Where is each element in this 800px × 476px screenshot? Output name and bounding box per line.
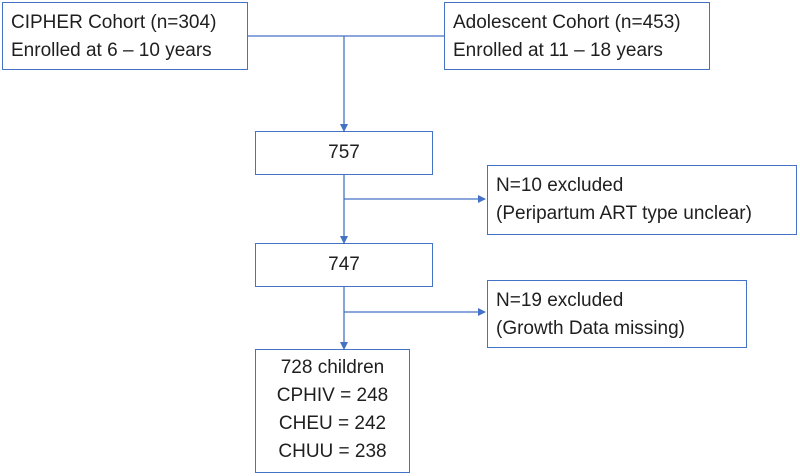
final-sample-cphiv: CPHIV = 248 xyxy=(276,385,389,406)
final-sample-chuu: CHUU = 238 xyxy=(278,441,387,462)
final-sample-box: 728 children CPHIV = 248 CHEU = 242 CHUU… xyxy=(255,349,410,473)
adolescent-cohort-title: Adolescent Cohort (n=453) xyxy=(453,12,681,33)
adolescent-cohort-box: Adolescent Cohort (n=453) Enrolled at 11… xyxy=(444,2,710,70)
exclusion-2-count: N=19 excluded xyxy=(496,290,624,311)
exclusion-1-count: N=10 excluded xyxy=(496,175,624,196)
exclusion-box-1: N=10 excluded (Peripartum ART type uncle… xyxy=(487,165,797,235)
cipher-cohort-box: CIPHER Cohort (n=304) Enrolled at 6 – 10… xyxy=(2,2,248,70)
exclusion-box-2: N=19 excluded (Growth Data missing) xyxy=(487,280,747,348)
final-sample-cheu: CHEU = 242 xyxy=(278,413,387,434)
exclusion-1-reason: (Peripartum ART type unclear) xyxy=(496,203,752,224)
after-exclusion-count-box: 747 xyxy=(255,243,433,287)
exclusion-2-reason: (Growth Data missing) xyxy=(496,318,685,339)
final-sample-total: 728 children xyxy=(280,357,385,378)
combined-count-box: 757 xyxy=(255,131,433,175)
combined-count-label: 757 xyxy=(328,142,360,163)
cipher-cohort-title: CIPHER Cohort (n=304) xyxy=(11,12,217,33)
cipher-cohort-enrollment: Enrolled at 6 – 10 years xyxy=(11,40,212,61)
after-exclusion-count-label: 747 xyxy=(328,254,360,275)
adolescent-cohort-enrollment: Enrolled at 11 – 18 years xyxy=(453,40,663,61)
